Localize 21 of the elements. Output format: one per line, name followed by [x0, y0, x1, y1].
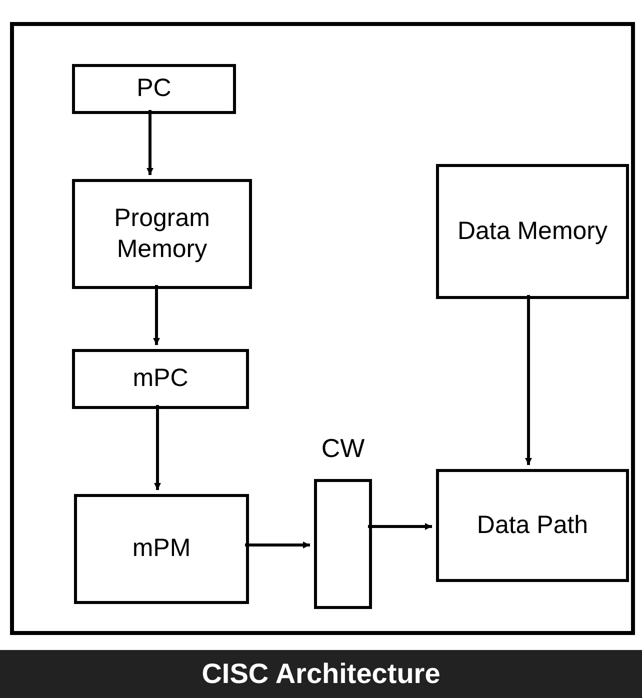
arrow	[154, 405, 161, 490]
process-box	[436, 469, 629, 582]
node-label: CW	[321, 435, 365, 461]
arrow	[525, 295, 532, 465]
arrow	[368, 523, 432, 530]
node-label: Program Memory	[113, 202, 211, 265]
node-label: PC	[136, 73, 172, 104]
process-box	[72, 64, 236, 114]
node-label: mPC	[132, 363, 190, 394]
node-label: Data Path	[476, 510, 590, 541]
process-box	[436, 164, 629, 299]
node-label: Data Memory	[456, 216, 609, 247]
process-box	[72, 179, 252, 289]
title-banner: CISC Architecture	[0, 650, 642, 698]
process-box	[74, 494, 249, 604]
arrow	[245, 542, 310, 548]
arrow	[153, 285, 160, 345]
process-box	[72, 349, 249, 409]
arrow	[146, 110, 154, 175]
node-label: mPM	[131, 533, 192, 564]
frame-box	[10, 22, 635, 635]
